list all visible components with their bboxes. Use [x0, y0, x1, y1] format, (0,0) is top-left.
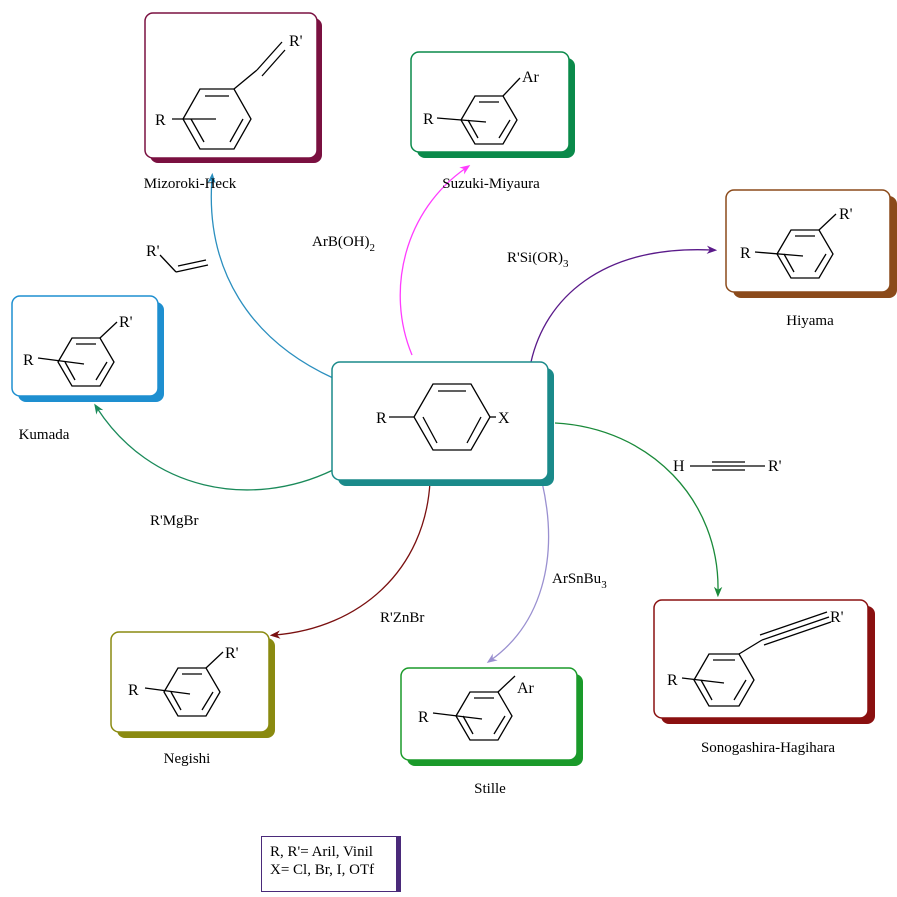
- arrow-stille: [486, 481, 550, 664]
- product-box-mizoroki-heck: R R': [144, 12, 322, 163]
- label-sonogashira-hagihara: Sonogashira-Hagihara: [701, 740, 835, 756]
- legend-box: R, R'= Aril, Vinil X= Cl, Br, I, OTf: [261, 836, 401, 892]
- negishi-product-r-prime: R': [225, 645, 239, 662]
- suzuki-product-ar: Ar: [522, 69, 540, 86]
- arrow-kumada: [94, 403, 334, 491]
- label-negishi: Negishi: [164, 751, 211, 767]
- product-box-sonogashira-hagihara: R R': [653, 599, 875, 724]
- heck-product-r: R: [155, 112, 166, 129]
- label-suzuki-miyaura: Suzuki-Miyaura: [442, 176, 540, 192]
- reactant-box: R X: [331, 361, 554, 486]
- benzene-ring: [389, 383, 496, 451]
- product-box-negishi: R R': [110, 631, 275, 738]
- arrow-mizoroki-heck: [207, 172, 334, 379]
- stille-product-ar: Ar: [517, 680, 535, 697]
- label-mizoroki-heck: Mizoroki-Heck: [144, 176, 237, 192]
- reagent-hiyama: R'Si(OR)3: [507, 250, 569, 270]
- label-kumada: Kumada: [19, 427, 70, 443]
- reagent-negishi: R'ZnBr: [380, 610, 424, 626]
- negishi-product-r: R: [128, 682, 139, 699]
- product-box-hiyama: R R': [725, 189, 897, 298]
- kumada-product-r-prime: R': [119, 314, 133, 331]
- reagent-kumada: R'MgBr: [150, 513, 199, 529]
- label-stille: Stille: [474, 781, 506, 797]
- reagent-heck-alkene: R': [146, 243, 209, 273]
- product-box-stille: R Ar: [400, 667, 583, 766]
- reagent-stille: ArSnBu3: [552, 571, 607, 591]
- reactant-r-group: R: [376, 410, 387, 427]
- sonogashira-product-r-prime: R': [830, 609, 844, 626]
- hiyama-product-r: R: [740, 245, 751, 262]
- arrow-negishi: [269, 481, 431, 639]
- product-box-suzuki-miyaura: R Ar: [410, 51, 575, 158]
- label-hiyama: Hiyama: [786, 313, 834, 329]
- reagent-sonogashira-alkyne: H R': [673, 458, 782, 475]
- reagent-heck-r-prime: R': [146, 243, 160, 260]
- hiyama-product-r-prime: R': [839, 206, 853, 223]
- reactant-x-group: X: [498, 410, 510, 427]
- arrow-hiyama: [530, 245, 718, 363]
- kumada-product-r: R: [23, 352, 34, 369]
- reagent-sonogashira-r-prime: R': [768, 458, 782, 475]
- legend-line-substituents: R, R'= Aril, Vinil: [270, 844, 373, 860]
- arrow-suzuki-miyaura: [399, 165, 471, 356]
- suzuki-product-r: R: [423, 111, 434, 128]
- heck-product-r-prime: R': [289, 33, 303, 50]
- reagent-sonogashira-h: H: [673, 458, 685, 475]
- product-box-kumada: R R': [11, 295, 164, 402]
- legend-line-leaving-groups: X= Cl, Br, I, OTf: [270, 862, 375, 878]
- stille-product-r: R: [418, 709, 429, 726]
- arrow-sonogashira: [554, 422, 723, 598]
- reagent-suzuki: ArB(OH)2: [312, 234, 375, 254]
- sonogashira-product-r: R: [667, 672, 678, 689]
